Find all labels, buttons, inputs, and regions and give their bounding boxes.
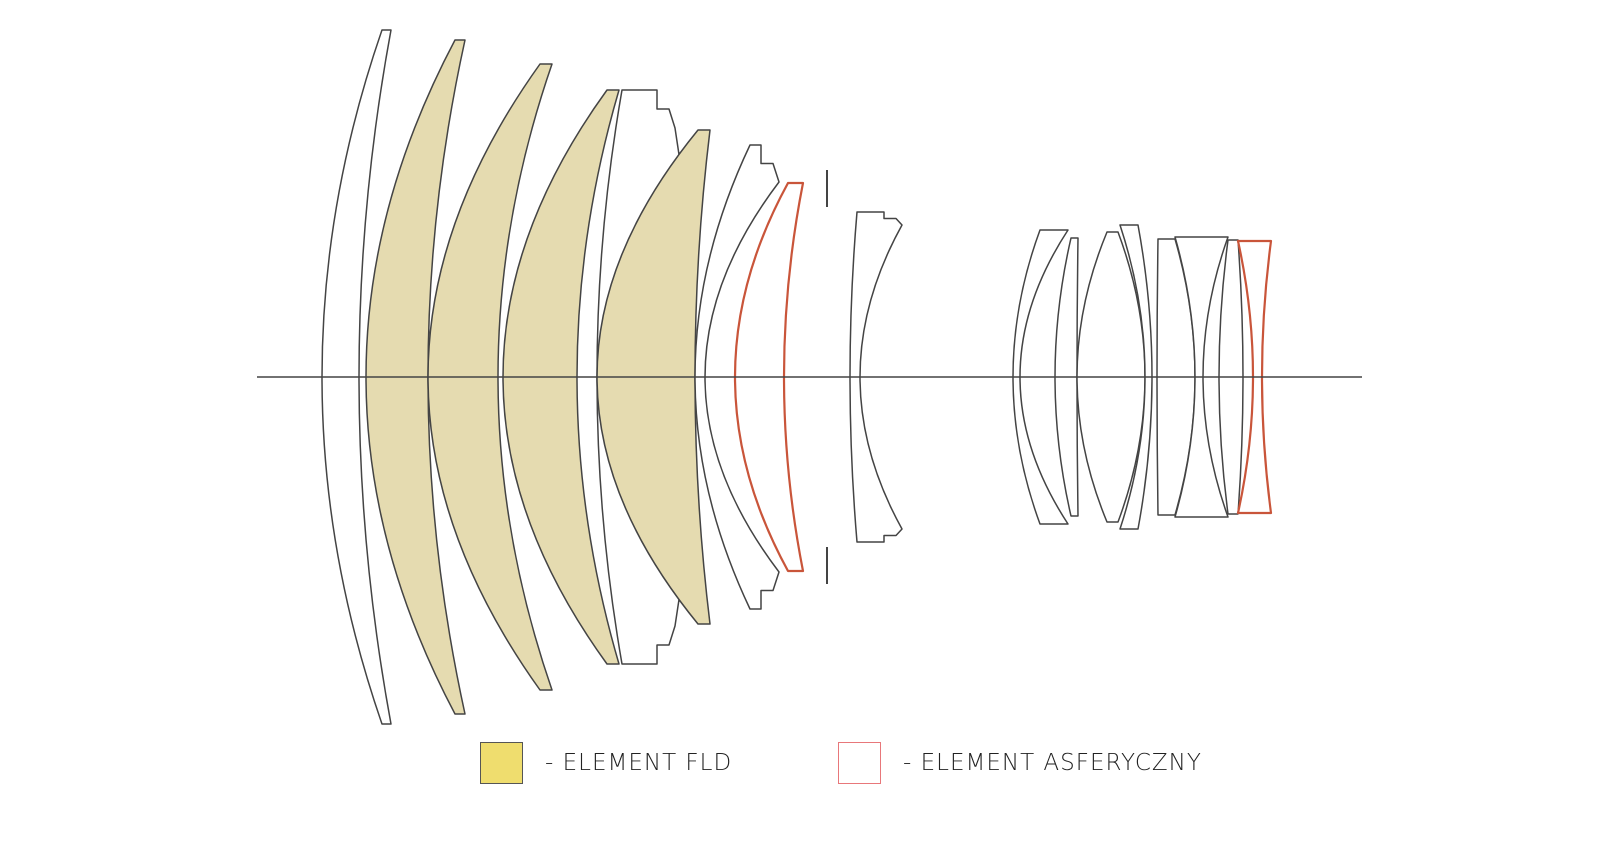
lens-element-10-standard (1012, 229, 1069, 525)
legend-aspheric-label: - ELEMENT ASFERYCZNY (903, 750, 1202, 776)
lens-element-7-standard (694, 144, 780, 610)
legend-fld-label: - ELEMENT FLD (545, 750, 733, 776)
aspheric-swatch (838, 742, 881, 784)
lens-element-9-standard (849, 211, 903, 543)
lens-element-13-standard (1119, 224, 1153, 530)
fld-swatch (480, 742, 523, 784)
legend-fld: - ELEMENT FLD (480, 742, 732, 784)
legend-aspheric: - ELEMENT ASFERYCZNY (838, 742, 1202, 784)
